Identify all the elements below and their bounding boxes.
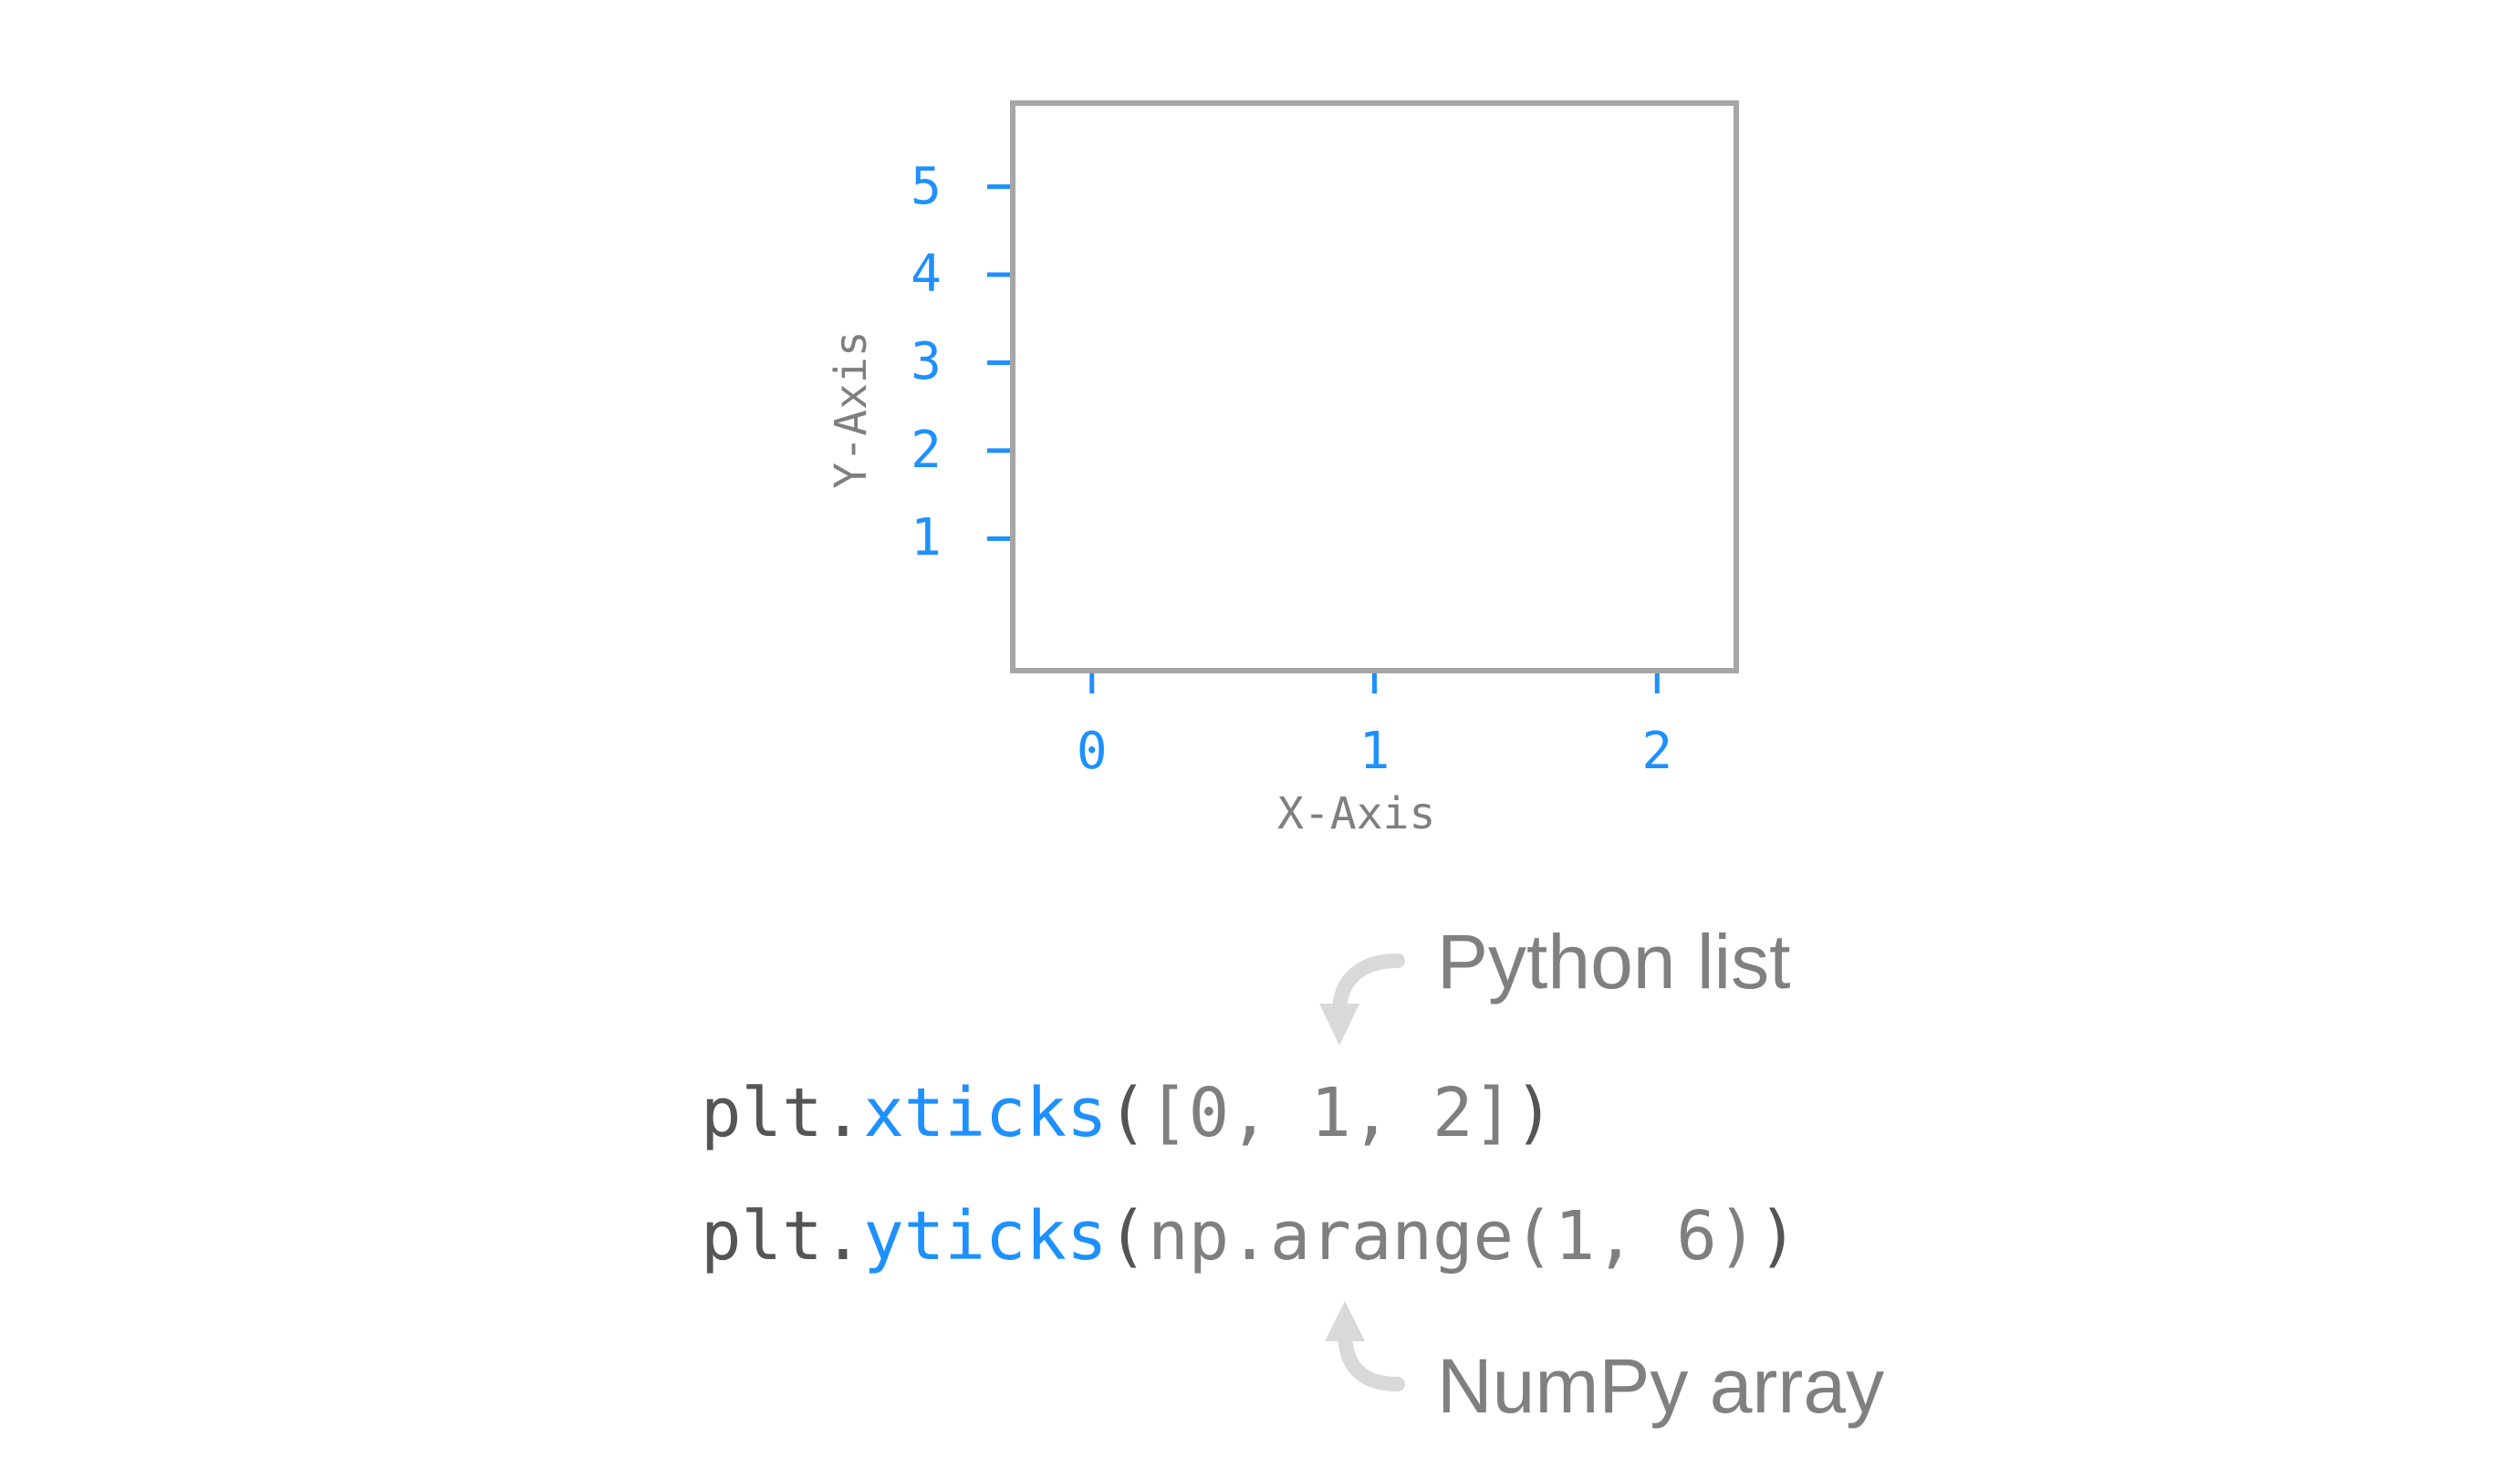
x-tick-marks <box>1089 673 1660 693</box>
python-list-label: Python list <box>1437 919 1791 1005</box>
code-paren-open: ( <box>1107 1197 1149 1276</box>
code-paren-close: ) <box>1514 1074 1555 1152</box>
y-tick-label: 1 <box>911 508 942 568</box>
curved-arrow-down-head <box>1319 1004 1359 1046</box>
curved-arrow-down-icon <box>1332 953 1405 1020</box>
x-axis-title: X-Axis <box>1277 788 1436 839</box>
code-line-yticks: plt.yticks(np.arange(1, 6)) <box>701 1203 1798 1270</box>
x-tick-label: 1 <box>1359 722 1390 781</box>
x-tick-label: 0 <box>1076 722 1108 781</box>
code-prefix: plt. <box>701 1197 864 1276</box>
yticks-argument: np.arange(1, 6) <box>1148 1197 1758 1276</box>
curved-arrow-up-icon <box>1338 1325 1405 1391</box>
y-tick-label: 2 <box>911 420 942 480</box>
y-tick-label: 4 <box>911 245 942 305</box>
x-tick-label: 2 <box>1641 722 1673 781</box>
code-paren-open: ( <box>1107 1074 1149 1152</box>
numpy-array-label: NumPy array <box>1437 1343 1885 1429</box>
y-tick-marks <box>987 184 1010 541</box>
xticks-function: xticks <box>863 1074 1108 1152</box>
y-tick-label: 5 <box>911 156 942 216</box>
code-prefix: plt. <box>701 1074 864 1152</box>
yticks-function: yticks <box>863 1197 1108 1276</box>
xticks-argument: [0, 1, 2] <box>1148 1074 1515 1152</box>
plot-frame <box>1010 100 1739 673</box>
curved-arrow-up-head <box>1325 1301 1365 1341</box>
code-line-xticks: plt.xticks([0, 1, 2]) <box>701 1079 1555 1147</box>
y-axis-title: Y-Axis <box>826 330 877 489</box>
code-paren-close: ) <box>1757 1197 1798 1276</box>
y-tick-label: 3 <box>911 332 942 392</box>
